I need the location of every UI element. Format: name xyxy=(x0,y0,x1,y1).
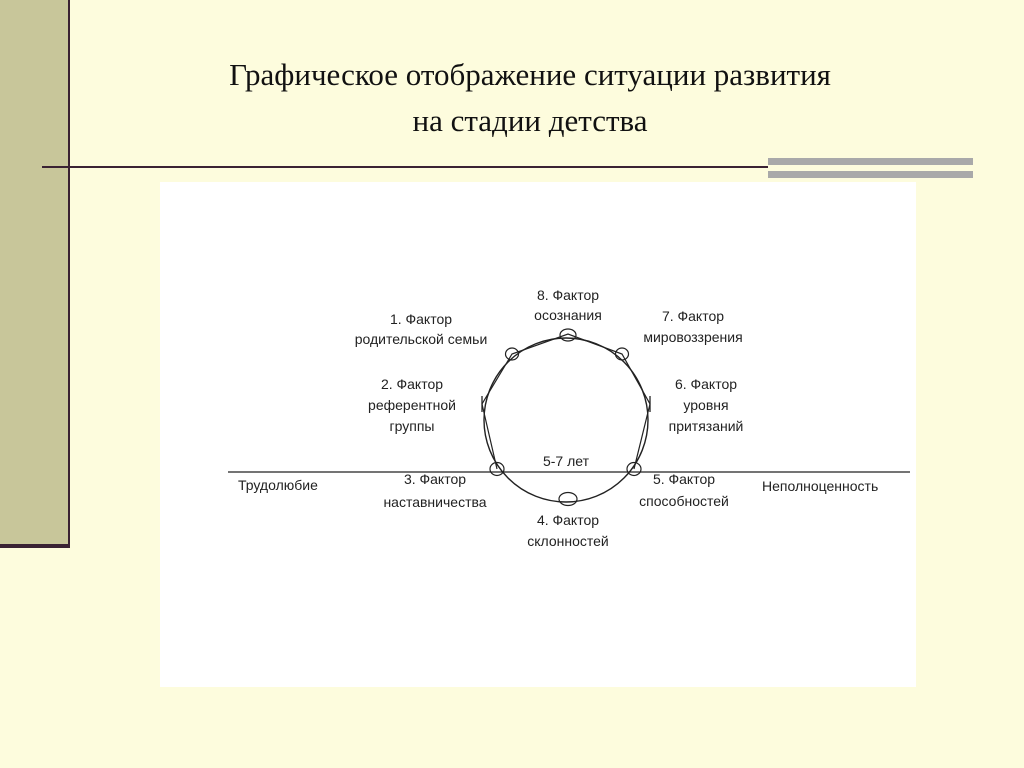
factor-polygon xyxy=(481,333,651,470)
sidebar-underline xyxy=(0,544,70,548)
pole-left-label: Трудолюбие xyxy=(238,477,318,493)
development-diagram: 5-7 лет Трудолюбие Неполноценность 1. Фа… xyxy=(228,287,910,549)
node-factor-4 xyxy=(558,491,578,507)
node-factor-8 xyxy=(559,328,577,342)
factor-5-line-2: способностей xyxy=(639,493,729,509)
factor-4-line-2: склонностей xyxy=(527,533,609,549)
factor-2-line-2: референтной xyxy=(368,397,456,413)
factor-5-line-1: 5. Фактор xyxy=(653,471,715,487)
pole-right-label: Неполноценность xyxy=(762,478,878,494)
title-line-1: Графическое отображение ситуации развити… xyxy=(229,57,831,92)
accent-bar-top xyxy=(768,158,973,165)
factor-3-line-2: наставничества xyxy=(383,494,486,510)
factor-6-line-2: уровня xyxy=(683,397,728,413)
node-factor-7 xyxy=(614,347,630,361)
development-circle xyxy=(483,337,649,503)
factor-6-line-3: притязаний xyxy=(669,418,744,434)
node-factor-1 xyxy=(504,347,520,361)
factor-8-line-2: осознания xyxy=(534,307,602,323)
title-line-2: на стадии детства xyxy=(412,103,648,138)
slide-title: Графическое отображение ситуации развити… xyxy=(110,52,950,144)
factor-2-line-3: группы xyxy=(390,418,435,434)
node-factor-3 xyxy=(489,461,505,477)
node-factor-5 xyxy=(626,461,642,477)
factor-6-line-1: 6. Фактор xyxy=(675,376,737,392)
diagram-panel: 5-7 лет Трудолюбие Неполноценность 1. Фа… xyxy=(160,182,916,687)
factor-1-line-2: родительской семьи xyxy=(355,331,488,347)
accent-bar-bottom xyxy=(768,171,973,178)
sidebar-accent xyxy=(0,0,70,546)
factor-7-line-2: мировоззрения xyxy=(643,329,742,345)
age-label: 5-7 лет xyxy=(543,453,590,469)
factor-7-line-1: 7. Фактор xyxy=(662,308,724,324)
factor-3-line-1: 3. Фактор xyxy=(404,471,466,487)
factor-8-line-1: 8. Фактор xyxy=(537,287,599,303)
factor-4-line-1: 4. Фактор xyxy=(537,512,599,528)
factor-2-line-1: 2. Фактор xyxy=(381,376,443,392)
title-rule xyxy=(42,166,768,168)
factor-1-line-1: 1. Фактор xyxy=(390,311,452,327)
